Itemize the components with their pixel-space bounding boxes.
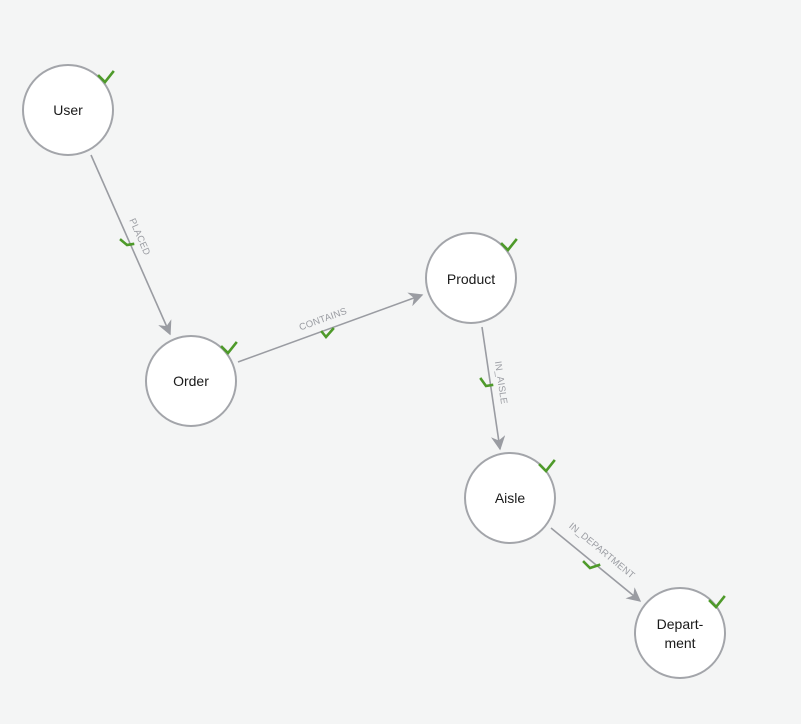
edge-label: IN_AISLE bbox=[492, 360, 509, 404]
node-order[interactable]: Order bbox=[145, 335, 238, 427]
edge-line[interactable] bbox=[237, 292, 424, 363]
check-icon bbox=[582, 560, 601, 570]
edge-line[interactable] bbox=[550, 527, 642, 602]
node-label-line1: Depart- bbox=[657, 616, 704, 632]
node-label: User bbox=[53, 102, 83, 118]
node-label: Aisle bbox=[495, 490, 526, 506]
edge-contains[interactable]: CONTAINS bbox=[237, 292, 424, 363]
edge-label: IN_DEPARTMENT bbox=[566, 521, 636, 582]
node-product[interactable]: Product bbox=[425, 232, 518, 324]
edge-label: PLACED bbox=[126, 217, 152, 257]
node-aisle[interactable]: Aisle bbox=[464, 452, 556, 544]
check-icon bbox=[538, 459, 556, 473]
edge-placed[interactable]: PLACED bbox=[90, 154, 172, 336]
check-icon bbox=[97, 70, 115, 84]
check-icon bbox=[220, 341, 238, 355]
edge-label: CONTAINS bbox=[298, 306, 349, 333]
edge-in-aisle[interactable]: IN_AISLE bbox=[479, 326, 509, 451]
node-label-line2: ment bbox=[664, 635, 695, 651]
check-icon bbox=[479, 377, 494, 388]
check-icon bbox=[708, 595, 726, 609]
check-icon bbox=[500, 238, 518, 252]
edge-line[interactable] bbox=[481, 326, 506, 451]
check-icon bbox=[119, 238, 135, 247]
node-label: Product bbox=[447, 271, 495, 287]
node-user[interactable]: User bbox=[22, 64, 115, 156]
node-label: Order bbox=[173, 373, 209, 389]
edge-in-department[interactable]: IN_DEPARTMENT bbox=[550, 521, 642, 602]
check-icon bbox=[320, 327, 335, 340]
node-department[interactable]: Depart- ment bbox=[634, 587, 726, 679]
